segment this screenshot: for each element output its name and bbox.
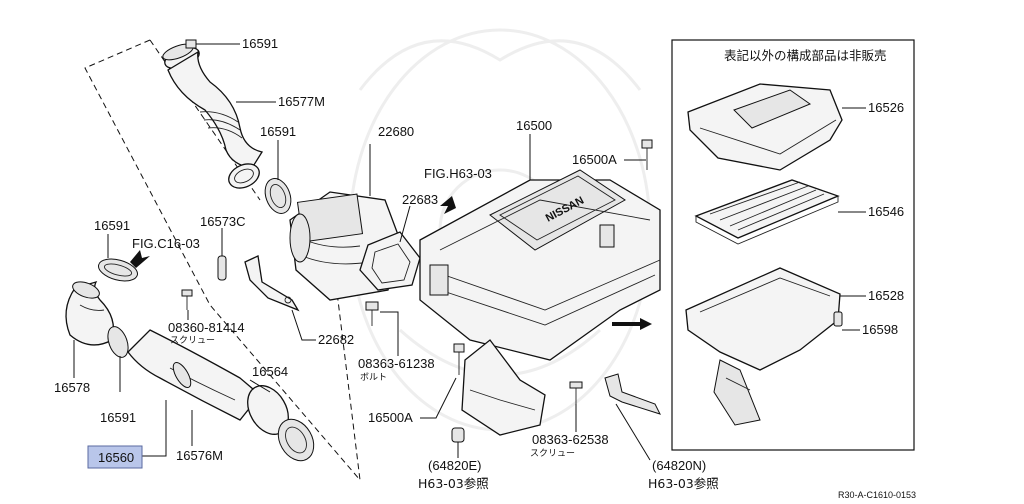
bracket-22682 xyxy=(244,255,300,312)
label-16577M: 16577M xyxy=(278,94,325,109)
label-16528: 16528 xyxy=(868,288,904,303)
label-08360-81414: 08360-81414 xyxy=(168,320,245,335)
label-16591-low: 16591 xyxy=(100,410,136,425)
intake-boundary-left xyxy=(84,39,361,481)
label-16560: 16560 xyxy=(98,450,134,465)
mount-bracket xyxy=(461,339,546,436)
lower-case-16528 xyxy=(685,267,841,426)
hose-clamp-mid xyxy=(264,178,292,214)
bolt-16500A-low xyxy=(453,343,465,375)
breakdown-box xyxy=(671,39,915,451)
label-22683: 22683 xyxy=(402,192,438,207)
label-screw-1: スクリュー xyxy=(170,335,215,345)
label-64820E: (64820E) xyxy=(428,458,481,473)
label-h63-ref-2: H63-03参照 xyxy=(648,476,719,491)
leader-16564 xyxy=(249,379,271,393)
bolt-16500A-top xyxy=(641,139,653,170)
arrow-to-breakdown xyxy=(612,318,652,330)
label-16591-left: 16591 xyxy=(94,218,130,233)
hose-clamp-left xyxy=(98,258,138,282)
label-screw-2: スクリュー xyxy=(530,448,575,458)
elbow-duct-16578 xyxy=(65,280,115,346)
arrow-fig-c16 xyxy=(130,250,150,268)
label-h63-ref-1: H63-03参照 xyxy=(418,476,489,491)
label-16591-top: 16591 xyxy=(242,36,278,51)
label-16564: 16564 xyxy=(252,364,288,379)
air-flow-meter-22680 xyxy=(289,191,401,301)
grommet-64820E xyxy=(451,427,465,443)
label-16576M: 16576M xyxy=(176,448,223,463)
label-fig-h63-03: FIG.H63-03 xyxy=(424,166,492,181)
hose-clamp-low xyxy=(107,326,129,358)
air-cleaner-assembly-16500 xyxy=(419,169,661,361)
leader-64820N xyxy=(615,403,651,461)
leader-22682 xyxy=(291,309,316,341)
label-16591-mid: 16591 xyxy=(260,124,296,139)
leader-16500A-low xyxy=(420,377,457,419)
label-22680: 22680 xyxy=(378,124,414,139)
label-fig-c16-03: FIG.C16-03 xyxy=(132,236,200,251)
doc-code: R30-A-C1610-0153 xyxy=(838,490,916,500)
bolt-08363-61238 xyxy=(365,301,379,326)
label-16578: 16578 xyxy=(54,380,90,395)
label-16526: 16526 xyxy=(868,100,904,115)
label-16500: 16500 xyxy=(516,118,552,133)
label-16546: 16546 xyxy=(868,204,904,219)
clip-16598 xyxy=(833,311,843,327)
label-16500A-low: 16500A xyxy=(368,410,413,425)
screw-08360 xyxy=(181,289,193,310)
label-08363-61238: 08363-61238 xyxy=(358,356,435,371)
label-64820N: (64820N) xyxy=(652,458,706,473)
bracket-64820N xyxy=(604,373,661,415)
intake-duct-16576M xyxy=(127,329,261,421)
highlight-16560 xyxy=(87,445,143,469)
arrow-fig-h63 xyxy=(440,196,456,214)
label-08363-62538: 08363-62538 xyxy=(532,432,609,447)
not-sold-note: 表記以外の構成部品は非販売 xyxy=(724,48,887,63)
screw-08363-62538 xyxy=(569,381,583,404)
cover-16526 xyxy=(687,83,843,171)
label-16598: 16598 xyxy=(862,322,898,337)
filter-16546 xyxy=(694,179,840,245)
label-16573C: 16573C xyxy=(200,214,246,229)
leader-22683 xyxy=(399,205,411,243)
intake-duct-16577M xyxy=(164,46,264,189)
label-22682: 22682 xyxy=(318,332,354,347)
gasket-22683 xyxy=(359,231,421,291)
label-bolt: ボルト xyxy=(360,372,387,382)
leader-08363-61238 xyxy=(380,311,399,356)
leader-16560 xyxy=(142,400,167,457)
duct-end-16564 xyxy=(247,385,315,462)
clip-16573C xyxy=(217,255,227,281)
label-16500A-top: 16500A xyxy=(572,152,617,167)
